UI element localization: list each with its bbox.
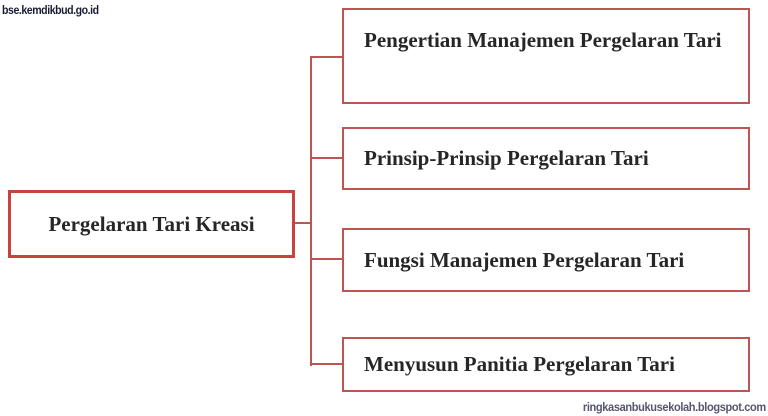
connector-trunk <box>310 56 312 366</box>
connector-root-stub <box>295 222 311 224</box>
branch-node-fungsi: Fungsi Manajemen Pergelaran Tari <box>342 228 750 292</box>
connector-branch-4 <box>312 363 342 365</box>
branch-node-prinsip: Prinsip-Prinsip Pergelaran Tari <box>342 127 750 190</box>
watermark-blog-url: ringkasanbukusekolah.blogspot.com <box>583 400 766 414</box>
watermark-source: bse.kemdikbud.go.id <box>2 3 99 17</box>
connector-branch-2 <box>312 157 342 159</box>
branch-node-pengertian: Pengertian Manajemen Pergelaran Tari <box>342 8 750 104</box>
branch-node-menyusun: Menyusun Panitia Pergelaran Tari <box>342 337 750 392</box>
connector-branch-3 <box>312 258 342 260</box>
connector-branch-1 <box>312 56 342 58</box>
root-node-label: Pergelaran Tari Kreasi <box>48 211 255 236</box>
root-node: Pergelaran Tari Kreasi <box>8 190 295 258</box>
